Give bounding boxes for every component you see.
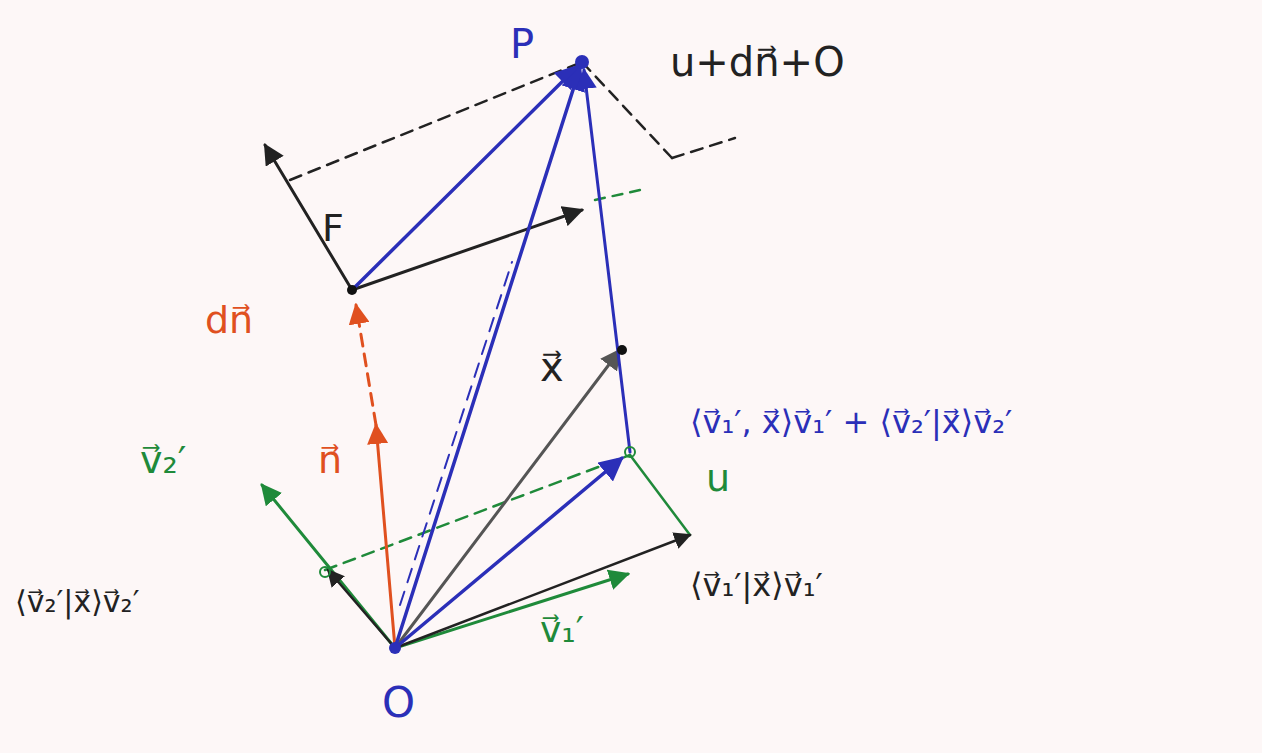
math-label: P — [510, 22, 534, 66]
math-label: ⟨v⃗₁′|x⃗⟩v⃗₁′ — [690, 568, 823, 603]
p-vector — [584, 70, 630, 452]
basis-vector — [395, 574, 628, 648]
math-label: n⃗ — [318, 440, 342, 482]
math-label: v⃗₁′ — [540, 610, 584, 650]
origin-dot — [389, 642, 401, 654]
point-dot — [575, 55, 589, 69]
basis-vector — [262, 485, 395, 648]
math-label: u+dn⃗+O — [670, 40, 845, 84]
math-label: O — [382, 680, 415, 726]
point-dot — [320, 567, 330, 577]
x-vector — [395, 350, 620, 648]
dashed-line — [400, 262, 512, 605]
point-dot — [625, 447, 635, 457]
u-vector — [395, 458, 622, 648]
dashed-line — [325, 455, 630, 570]
projection-vector — [328, 570, 395, 648]
dashed-line — [672, 138, 735, 158]
math-label: x⃗ — [540, 345, 564, 389]
normal-vector — [376, 425, 395, 648]
math-label: ⟨v⃗₁′, x⃗⟩v⃗₁′ + ⟨v⃗₂′|x⃗⟩v⃗₂′ — [690, 405, 1012, 440]
math-label: F — [322, 208, 344, 250]
point-dot — [347, 285, 357, 295]
frame-axis — [352, 210, 582, 290]
point-dot — [617, 345, 627, 355]
dashed-line — [582, 62, 672, 158]
frame-axis — [265, 145, 352, 290]
dashed-line — [290, 62, 582, 180]
dashed-line — [630, 455, 690, 535]
math-label: dn⃗ — [205, 300, 253, 342]
p-vector — [395, 68, 580, 648]
math-label: v⃗₂′ — [140, 440, 186, 482]
math-label: ⟨v⃗₂′|x⃗⟩v⃗₂′ — [15, 585, 139, 618]
dashed-line — [595, 190, 640, 200]
offset-vector — [356, 305, 376, 425]
math-label: u — [706, 458, 730, 500]
